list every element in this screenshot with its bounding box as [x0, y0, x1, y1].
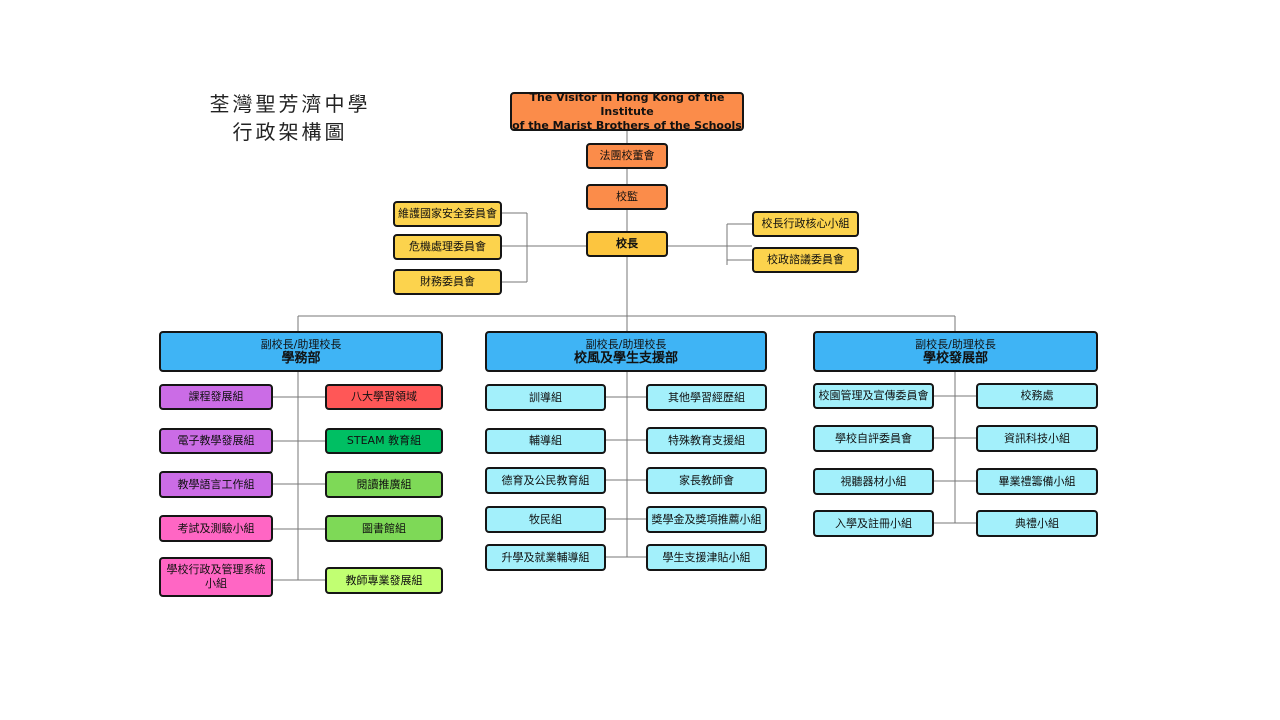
unit-box: 校園管理及宣傳委員會 [813, 383, 934, 409]
supervisor-box: 校監 [586, 184, 668, 210]
unit-box: 圖書館組 [325, 515, 443, 542]
unit-box: 家長教師會 [646, 467, 767, 494]
unit-box: 教學語言工作組 [159, 471, 273, 498]
dept-student-support-head: 副校長/助理校長 [585, 337, 667, 351]
unit-box: 校務處 [976, 383, 1098, 409]
unit-box: 獎學金及獎項推薦小組 [646, 506, 767, 533]
finance-committee: 財務委員會 [393, 269, 502, 295]
unit-box: 德育及公民教育組 [485, 467, 606, 494]
unit-box: 升學及就業輔導組 [485, 544, 606, 571]
dept-school-development-head: 副校長/助理校長 [915, 337, 996, 351]
crisis-committee: 危機處理委員會 [393, 234, 502, 260]
dept-academic-name: 學務部 [281, 350, 321, 366]
school-name: 荃灣聖芳濟中學 [209, 92, 371, 116]
policy-advisory-committee: 校政諮議委員會 [752, 247, 859, 273]
unit-box: 電子教學發展組 [159, 428, 273, 454]
unit-box: 學校自評委員會 [813, 425, 934, 452]
unit-box: 資訊科技小組 [976, 425, 1098, 452]
visitor-line-2: of the Marist Brothers of the Schools [512, 118, 742, 132]
national-security-committee: 維護國家安全委員會 [393, 201, 502, 227]
unit-box: 學校行政及管理系統小組 [159, 557, 273, 597]
unit-box: 特殊教育支援組 [646, 427, 767, 454]
chart-subtitle: 行政架構圖 [232, 120, 348, 144]
visitor-line-1: The Visitor in Hong Kong of the Institut… [529, 90, 725, 118]
unit-box: 八大學習領域 [325, 384, 443, 410]
unit-box: 畢業禮籌備小組 [976, 468, 1098, 495]
unit-box: 學生支援津貼小組 [646, 544, 767, 571]
dept-student-support-name: 校風及學生支援部 [573, 350, 678, 366]
unit-box: 視聽器材小組 [813, 468, 934, 495]
principal-core-group: 校長行政核心小組 [752, 211, 859, 237]
unit-box: 教師專業發展組 [325, 567, 443, 594]
dept-school-development: 副校長/助理校長 學校發展部 [813, 331, 1098, 372]
unit-box: 課程發展組 [159, 384, 273, 410]
visitor-box: The Visitor in Hong Kong of the Institut… [510, 90, 744, 132]
unit-box: 輔導組 [485, 428, 606, 454]
dept-student-support: 副校長/助理校長 校風及學生支援部 [485, 331, 767, 372]
unit-box: 牧民組 [485, 506, 606, 533]
board-box: 法團校董會 [586, 143, 668, 169]
unit-box: 其他學習經歷組 [646, 384, 767, 411]
dept-school-development-name: 學校發展部 [922, 350, 988, 366]
unit-box: 閱讀推廣組 [325, 471, 443, 498]
chart-title: 荃灣聖芳濟中學 行政架構圖 [190, 90, 390, 146]
dept-academic: 副校長/助理校長 學務部 [159, 331, 443, 372]
unit-box: 入學及註冊小組 [813, 510, 934, 537]
unit-box: 考試及測驗小組 [159, 515, 273, 542]
dept-academic-head: 副校長/助理校長 [260, 337, 342, 351]
principal-box: 校長 [586, 231, 668, 257]
unit-box: 訓導組 [485, 384, 606, 411]
unit-box: STEAM 教育組 [325, 428, 443, 454]
unit-box: 典禮小組 [976, 510, 1098, 537]
